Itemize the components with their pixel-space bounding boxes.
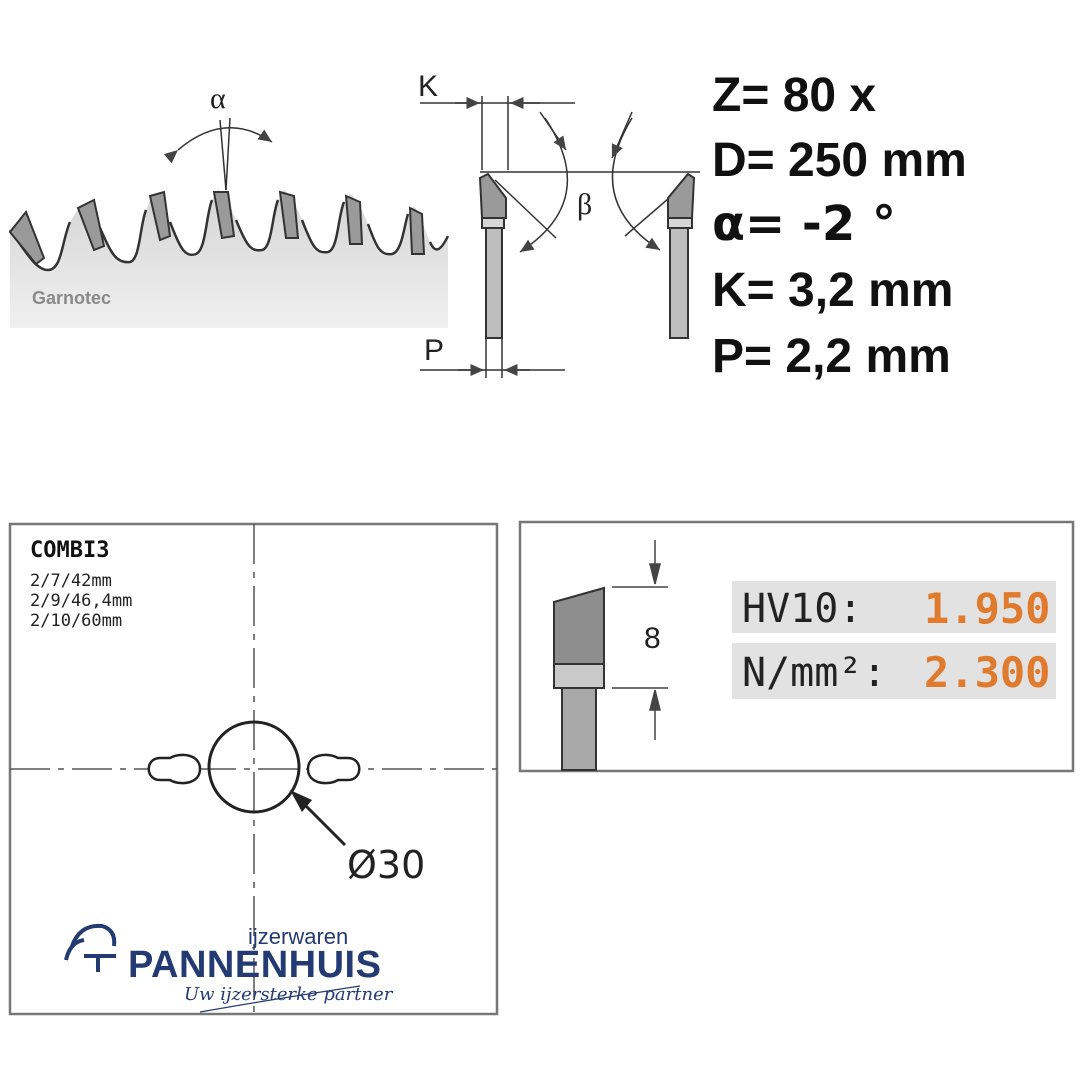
tooth-left: [478, 172, 507, 339]
spec-teeth: Z= 80 x: [712, 69, 877, 122]
tooth-profile-small: [553, 586, 605, 771]
carbide-tip: [8, 210, 46, 266]
strength-label: N/mm²:: [742, 650, 887, 696]
plate-symbol: P: [424, 334, 445, 367]
alpha-symbol: α: [210, 82, 226, 115]
strength-value: 2.300: [924, 648, 1051, 697]
carbide-tip: [212, 191, 236, 240]
spec-angle: α= -2 °: [712, 196, 896, 252]
pin-hole-spec: 2/9/46,4mm: [30, 591, 133, 611]
pannenhuis-logo-mark: [64, 923, 117, 972]
hardness-row-bg: [732, 581, 1056, 633]
tooth-section-diagram: [420, 96, 700, 378]
kerf-symbol: K: [418, 70, 439, 103]
tooth-height-label: 8: [644, 622, 661, 655]
logo-tagline-top: ijzerwaren: [248, 924, 349, 949]
logo-swoosh: [199, 985, 361, 1013]
hardness-label: HV10:: [742, 586, 863, 632]
watermark-garnotec: Garnotec: [32, 288, 112, 308]
pin-hole-spec: 2/10/60mm: [30, 611, 123, 631]
bore-circle: [207, 720, 301, 814]
hardness-value: 1.950: [924, 584, 1051, 633]
tooth-right: [667, 172, 696, 339]
bore-diameter-label: Ø30: [347, 843, 426, 887]
carbide-tip: [344, 194, 364, 245]
beta-symbol: β: [577, 188, 593, 221]
logo-slogan: Uw ijzersterke partner: [184, 984, 393, 1005]
blade-body: [10, 190, 448, 328]
hub-panel-title: COMBI3: [30, 538, 110, 563]
logo-brand: PANNENHUIS: [128, 944, 382, 986]
alpha-angle-indicator: [163, 117, 273, 191]
carbide-tip: [278, 190, 300, 239]
spec-plate: P= 2,2 mm: [712, 330, 951, 383]
spec-diameter: D= 250 mm: [712, 134, 967, 187]
carbide-tip: [408, 206, 426, 255]
pin-holes: [147, 753, 361, 785]
pin-hole-spec: 2/7/42mm: [30, 571, 112, 591]
spec-kerf: K= 3,2 mm: [712, 264, 954, 317]
pin-hole-list: 2/7/42mm 2/9/46,4mm 2/10/60mm: [30, 571, 132, 631]
strength-row-bg: [732, 643, 1056, 699]
tooth-height-dimension: [612, 540, 668, 740]
hub-panel-frame: [8, 522, 499, 1016]
carbide-tip: [148, 190, 172, 242]
carbide-tip: [76, 198, 106, 252]
